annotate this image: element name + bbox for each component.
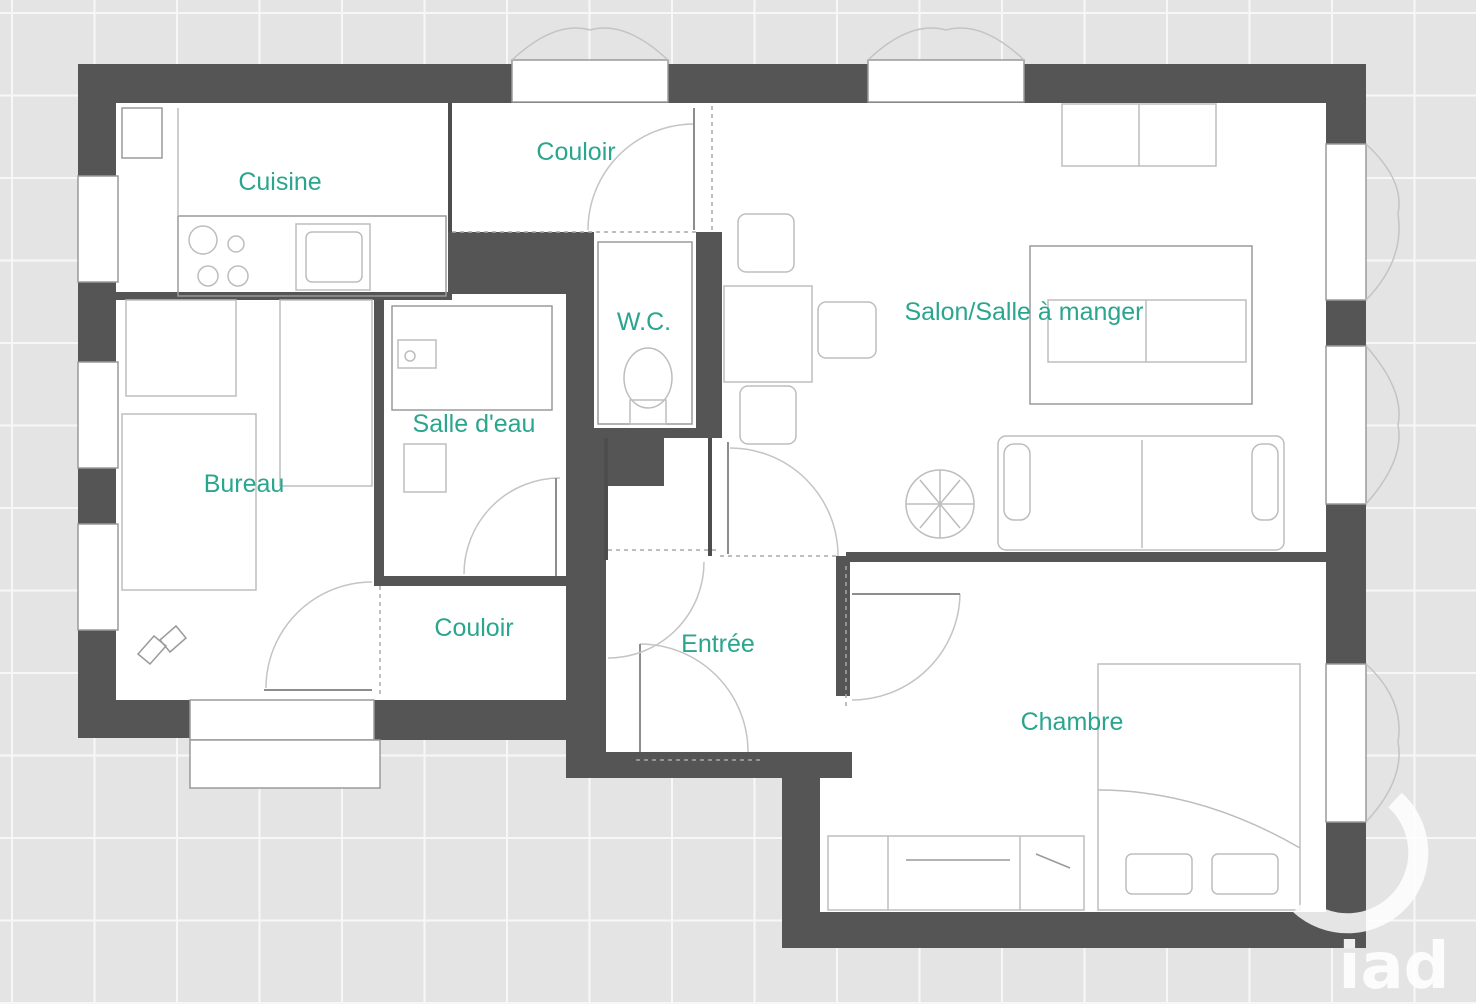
wc-fixtures — [597, 241, 693, 425]
window — [1325, 143, 1367, 301]
bedroom-furniture — [827, 663, 1301, 911]
room-label-chambre: Chambre — [1021, 708, 1124, 736]
iad-logo: iad — [1293, 792, 1450, 1004]
bathroom-fixtures — [391, 305, 553, 493]
room-label-wc: W.C. — [617, 308, 671, 336]
room-label-salon: Salon/Salle à manger — [904, 298, 1143, 326]
window — [77, 361, 119, 469]
window — [77, 523, 119, 631]
room-label-couloir-top: Couloir — [536, 138, 615, 166]
thin-walls — [448, 103, 712, 560]
living-furniture — [723, 103, 1285, 551]
window — [511, 59, 669, 103]
window — [77, 175, 119, 283]
windows — [77, 27, 1400, 823]
window — [867, 59, 1025, 103]
logo-text: iad — [1339, 930, 1450, 1004]
room-labels: Cuisine Couloir W.C. Salon/Salle à mange… — [204, 138, 1144, 736]
room-label-cuisine: Cuisine — [238, 168, 321, 196]
room-label-couloir-mid: Couloir — [434, 614, 513, 642]
logo-arc-icon — [1293, 792, 1429, 934]
dashed-partitions — [379, 106, 847, 761]
doors — [264, 108, 961, 753]
window — [1325, 345, 1367, 505]
bureau-furniture — [121, 299, 373, 666]
window — [189, 699, 375, 741]
kitchen-fixtures — [121, 107, 447, 297]
window — [1325, 663, 1367, 823]
room-label-salle-eau: Salle d'eau — [413, 410, 536, 438]
room-label-entree: Entrée — [681, 630, 755, 658]
room-label-bureau: Bureau — [204, 470, 285, 498]
balcony — [189, 739, 381, 789]
